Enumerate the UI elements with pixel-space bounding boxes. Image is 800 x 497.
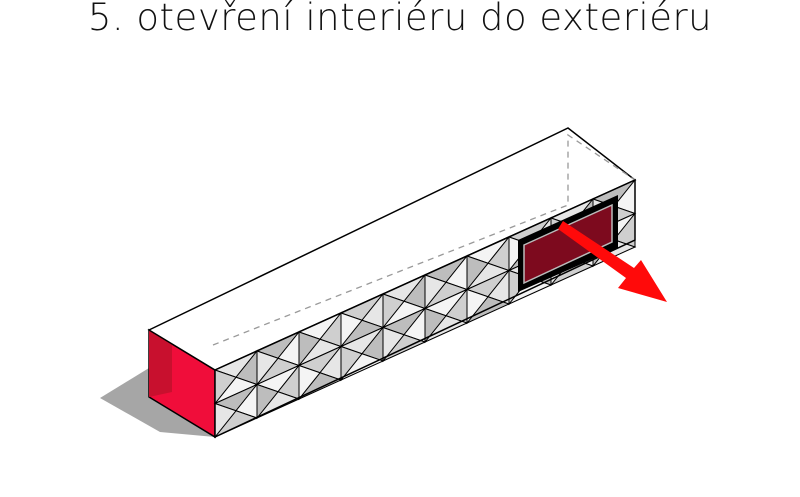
facade-panel-triangle: [382, 326, 405, 363]
facade-panel-triangle: [466, 255, 489, 291]
end-face-inner-fold: [149, 330, 172, 397]
facade-panel-triangle: [340, 312, 363, 348]
outward-arrow: [558, 221, 667, 302]
facade-panel-triangle: [298, 331, 321, 367]
facade-panel-triangle: [256, 350, 279, 386]
facade-panel-triangle: [298, 364, 321, 401]
facade-panel-triangle: [382, 293, 405, 329]
facade-panel-triangle: [424, 307, 447, 344]
facade-panel-triangle: [256, 383, 279, 420]
facade-panel-triangle: [424, 274, 447, 310]
window-glass: [523, 203, 613, 285]
diagram-title: 5. otevření interiéru do exteriéru: [87, 0, 713, 39]
facade-panel-triangle: [466, 288, 489, 325]
facade-outline: [214, 178, 636, 439]
facade-panel-triangle: [340, 345, 363, 382]
hidden-edges: [212, 133, 636, 346]
